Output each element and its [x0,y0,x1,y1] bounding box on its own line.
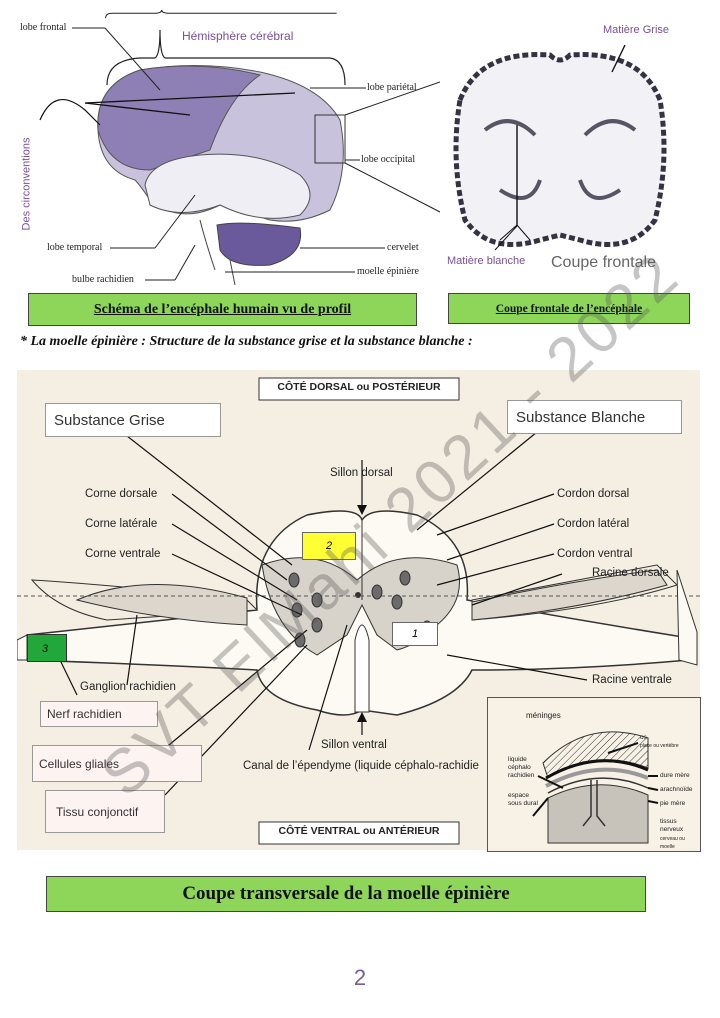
label-substance-blanche: Substance Blanche [507,400,682,434]
label-lobe-occipital: lobe occipital [361,154,416,165]
label-lobe-parietal: lobe pariétal [367,82,417,93]
label-matiere-blanche: Matière blanche [447,255,526,267]
label-coupe-frontale: Coupe frontale [551,254,656,271]
label-substance-grise: Substance Grise [45,403,221,437]
label-corne-laterale: Corne latérale [85,518,158,530]
label-espace-sous-dural: espace sous dural [508,792,538,807]
meninges-title: méninges [526,711,561,720]
label-matiere-grise: Matière Grise [603,24,670,36]
spinal-cord-caption: Coupe transversale de la moelle épinière [46,876,646,912]
label-corne-ventrale: Corne ventrale [85,548,161,560]
label-cordon-lateral: Cordon latéral [557,518,630,530]
label-cervelet: cervelet [387,242,419,253]
page-number: 2 [353,965,367,990]
marker-3: 3 [27,634,67,662]
label-tissus-nerveux: tissus nerveux [660,818,684,833]
spinal-cord-figure: CÔTÉ DORSAL ou POSTÉRIEUR CÔTÉ VENTRAL o… [17,370,701,852]
brain-caption: Schéma de l’encéphale humain vu de profi… [28,293,417,326]
label-racine-dorsale: Racine dorsale [592,567,669,579]
brain-lateral-diagram [39,9,440,286]
label-dure-mere: dure mère [660,772,690,779]
meninges-drawing [532,731,659,844]
label-nerf-rachidien: Nerf rachidien [40,701,158,727]
label-lobe-frontal: lobe frontal [20,22,67,33]
label-tissu-conjonctif: Tissu conjonctif [45,790,165,833]
label-dorsal-side: CÔTÉ DORSAL ou POSTÉRIEUR [277,381,441,393]
label-corne-dorsale: Corne dorsale [85,488,158,500]
label-circonvolutions: Des circonventions [20,137,33,231]
marker-1: 1 [392,622,438,646]
coronal-section-diagram [453,44,667,251]
label-hemisphere: Hémisphère cérébral [182,29,294,43]
section-heading: * La moelle épinière : Structure de la s… [20,334,473,349]
coronal-caption: Coupe frontale de l’encéphale [448,293,690,324]
label-canal-ependyme: Canal de l’épendyme (liquide céphalo-rac… [243,760,479,772]
label-ventral-side: CÔTÉ VENTRAL ou ANTÉRIEUR [278,825,440,837]
label-cordon-ventral: Cordon ventral [557,548,633,560]
label-bulbe: bulbe rachidien [72,274,134,285]
label-sillon-dorsal: Sillon dorsal [330,467,393,479]
meninges-inset: méninges os place ou vertèbre liquide cé… [487,697,701,852]
label-lobe-temporal: lobe temporal [47,242,103,253]
label-os: os [640,734,647,741]
label-arachnoide: arachnoïde [660,786,693,793]
label-cellules-gliales: Cellules gliales [32,745,202,782]
label-pie-mere: pie mère [660,800,686,807]
spinal-cord-drawing [17,377,700,845]
label-racine-ventrale: Racine ventrale [592,674,672,686]
label-sillon-ventral: Sillon ventral [321,739,387,751]
label-moelle: moelle épinière [357,266,419,277]
label-liquide: liquide céphalo rachidien [508,756,535,779]
label-tissus-sub: cerveau ou moelle [660,836,685,850]
label-ganglion-rachidien: Ganglion rachidien [80,681,176,693]
label-cordon-dorsal: Cordon dorsal [557,488,630,500]
marker-2: 2 [302,532,356,560]
label-os-sub: place ou vertèbre [640,743,679,749]
